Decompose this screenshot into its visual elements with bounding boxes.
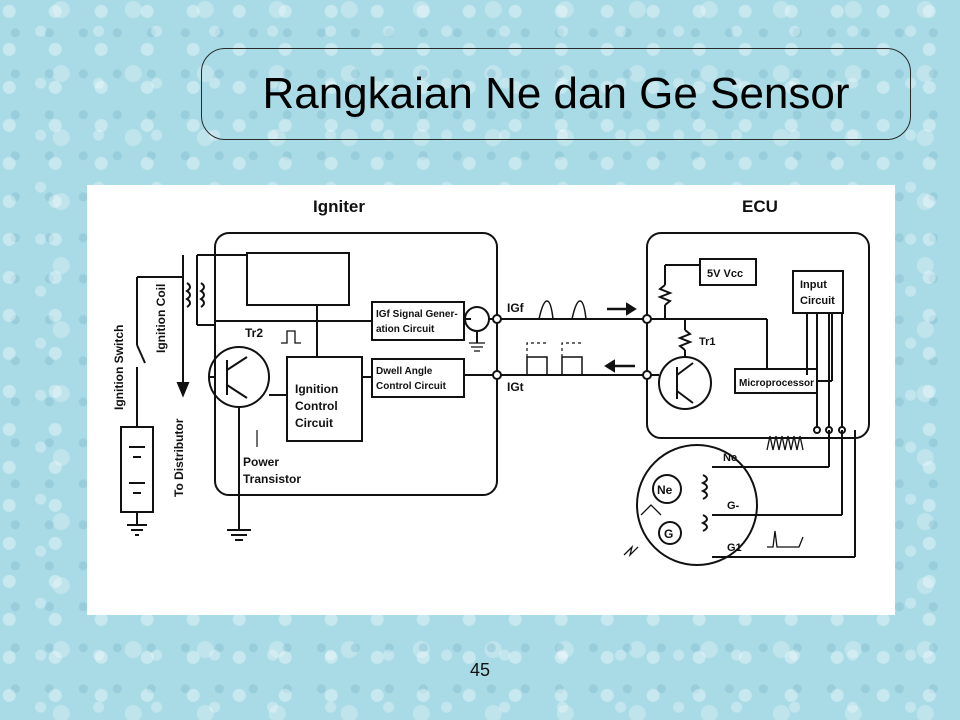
igt-label: IGt: [507, 380, 524, 394]
ignition-control-label-2: Control: [295, 399, 338, 413]
ecu-box: [646, 232, 870, 439]
tr1-transistor: [658, 356, 712, 410]
igf-circuit-label-2: ation Circuit: [376, 324, 435, 335]
ignition-control-label-1: Ignition: [295, 382, 338, 396]
dwell-circuit-label-2: Control Circuit: [376, 381, 447, 392]
sensor-housing: [636, 444, 758, 566]
power-transistor: [208, 346, 270, 408]
circuit-diagram: Igniter ECU Ignition Switch Ignition Coi…: [87, 185, 895, 615]
ecu-title: ECU: [742, 197, 778, 216]
microprocessor-label: Microprocessor: [739, 378, 814, 389]
ne-line-label: Ne: [723, 452, 737, 464]
ne-rotor-label: Ne: [657, 483, 673, 497]
ignition-control-box: [286, 356, 363, 442]
igniter-top-block: [246, 252, 350, 306]
tr1-label: Tr1: [699, 336, 716, 348]
g-minus-label: G-: [727, 500, 740, 512]
power-transistor-label-1: Power: [243, 455, 279, 469]
tr2-label: Tr2: [245, 326, 263, 340]
ignition-coil-label: Ignition Coil: [154, 284, 168, 353]
to-distributor-label: To Distributor: [172, 418, 186, 497]
vcc-label: 5V Vcc: [707, 268, 743, 280]
page-number: 45: [469, 660, 491, 680]
vcc-box: [699, 258, 757, 286]
igniter-title: Igniter: [313, 197, 365, 216]
ne-rotor: [652, 474, 682, 504]
ignition-control-label-3: Circuit: [295, 416, 333, 430]
g-rotor-label: G: [664, 527, 673, 541]
title-box: Rangkaian Ne dan Ge Sensor: [201, 48, 911, 140]
power-transistor-label-2: Transistor: [243, 472, 301, 486]
dwell-circuit-label-1: Dwell Angle: [376, 366, 433, 377]
pullup-resistor: [657, 284, 673, 306]
ignition-switch-label: Ignition Switch: [112, 325, 126, 410]
slide-title: Rangkaian Ne dan Ge Sensor: [262, 69, 850, 118]
battery-box: [120, 426, 154, 513]
igniter-box: [214, 232, 498, 496]
input-circuit-label-1: Input: [800, 279, 827, 291]
coil-winding: [185, 282, 191, 308]
g-rotor: [658, 521, 682, 545]
g1-label: G1: [727, 542, 742, 554]
input-circuit-label-2: Circuit: [800, 295, 835, 307]
igf-circuit-label-1: IGf Signal Gener-: [376, 309, 458, 320]
igf-label: IGf: [507, 301, 525, 315]
